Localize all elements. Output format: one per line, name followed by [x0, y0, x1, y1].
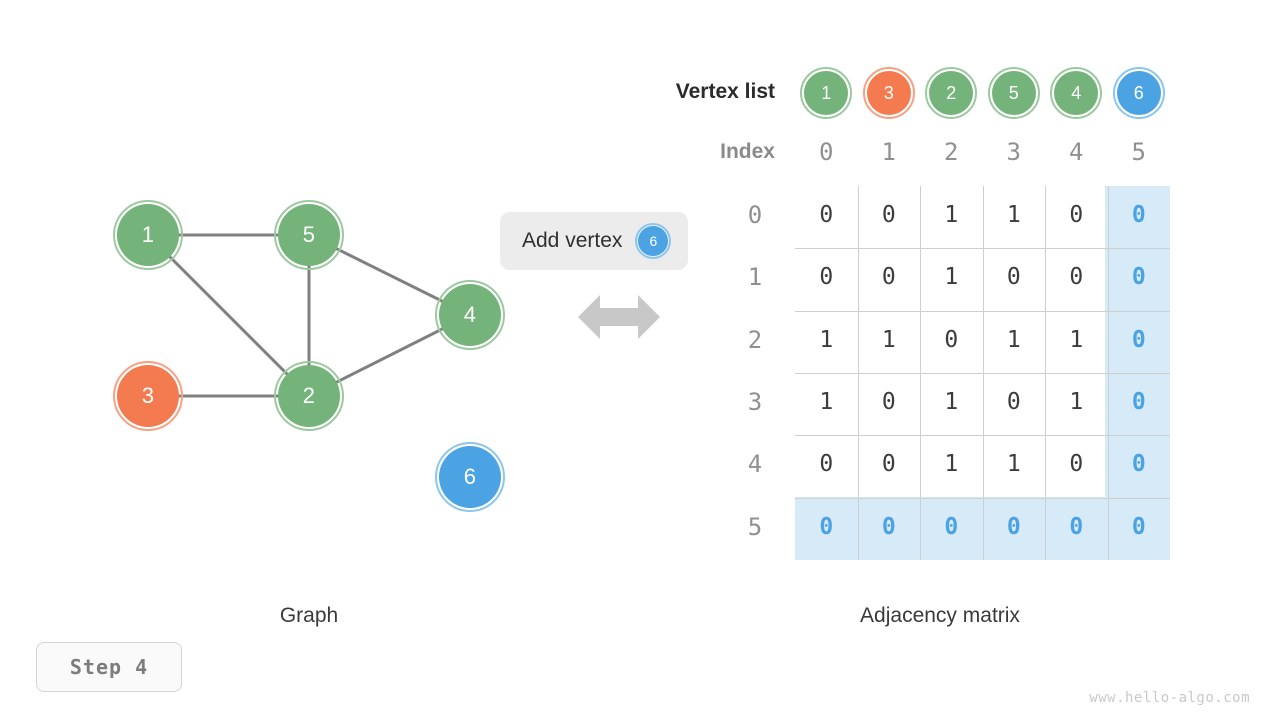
matrix-cell-4-3: 1 [1006, 451, 1021, 478]
index-cell-4: 4 [1069, 138, 1084, 166]
node-label: 6 [463, 464, 477, 489]
vertex-ring [1112, 67, 1165, 119]
grid-line-horizontal [795, 372, 1170, 374]
vertex-list-item-5[interactable]: 5 [987, 67, 1040, 119]
vertex-ring [925, 67, 978, 119]
vertex-list-item-6[interactable]: 6 [1112, 67, 1165, 119]
row-header-4: 4 [747, 450, 763, 479]
step-badge: Step 4 [36, 642, 182, 692]
matrix-cell-0-0: 0 [819, 202, 834, 229]
matrix-cell-1-2: 1 [944, 264, 959, 291]
vertex-list-item-4[interactable]: 4 [1050, 67, 1103, 119]
node-label: 3 [141, 383, 155, 408]
index-cell-1: 1 [881, 138, 896, 166]
matrix-cell-2-5: 0 [1131, 326, 1146, 353]
matrix-cell-2-1: 1 [881, 326, 896, 353]
vertex-ring [987, 67, 1040, 119]
row-header-0: 0 [747, 201, 763, 230]
matrix-cell-0-1: 0 [881, 202, 896, 229]
adjacency-matrix-grid: 0 0 1 1 0 0 0 0 1 0 0 0 1 1 0 1 1 0 1 0 1 0 1 0 0 0 1 1 0 0 0 0 0 0 0 0 [795, 186, 1170, 560]
vertex-label: 2 [946, 83, 957, 103]
row-header-1: 1 [747, 263, 763, 292]
matrix-cell-3-1: 0 [881, 389, 896, 416]
graph-node-5[interactable]: 5 [274, 200, 344, 270]
grid-line-vertical [1045, 186, 1046, 560]
matrix-cell-4-1: 0 [881, 451, 896, 478]
vertex-list-item-3[interactable]: 3 [862, 67, 915, 119]
matrix-cell-5-0: 0 [819, 513, 834, 540]
matrix-cell-0-4: 0 [1069, 202, 1084, 229]
node-label: 5 [302, 222, 316, 247]
vertex-ring [1050, 67, 1103, 119]
badge-ring [635, 223, 672, 259]
vertex-list-item-2[interactable]: 2 [925, 67, 978, 119]
node-label: 2 [302, 383, 316, 408]
matrix-cell-1-4: 0 [1069, 264, 1084, 291]
matrix-cell-5-5: 0 [1131, 513, 1146, 540]
vertex-ring [862, 67, 915, 119]
index-label: Index [720, 140, 775, 163]
vertex-list-label: Vertex list [675, 80, 775, 103]
badge-label: 6 [649, 233, 658, 249]
index-cell-3: 3 [1006, 138, 1021, 166]
graph-edge [146, 233, 311, 398]
grid-line-vertical [1107, 186, 1109, 560]
index-cell-2: 2 [944, 138, 959, 166]
matrix-cell-3-2: 1 [944, 389, 959, 416]
matrix-cell-0-3: 1 [1006, 202, 1021, 229]
row-header-2: 2 [747, 325, 763, 354]
vertex-ring [800, 67, 853, 119]
matrix-cell-2-0: 1 [819, 326, 834, 353]
graph-caption: Graph [279, 604, 339, 627]
node-label: 1 [141, 222, 155, 247]
vertex-label: 5 [1008, 83, 1019, 103]
grid-line-horizontal [795, 497, 1170, 499]
matrix-cell-0-2: 1 [944, 202, 959, 229]
matrix-cell-1-1: 0 [881, 264, 896, 291]
matrix-cell-5-2: 0 [944, 513, 959, 540]
vertex-label: 1 [821, 83, 832, 103]
grid-line-horizontal [795, 435, 1170, 437]
graph-node-3[interactable]: 3 [113, 361, 183, 431]
vertex-label: 6 [1133, 83, 1144, 103]
matrix-panel: Vertex list Index 1 3 2 5 4 6 0 1 2 3 4 5 0 1 2 3 4 5 0… [675, 67, 1170, 560]
vertex-label: 3 [883, 83, 894, 103]
matrix-cell-4-4: 0 [1069, 451, 1084, 478]
matrix-cell-5-3: 0 [1006, 513, 1021, 540]
node-label: 4 [463, 302, 477, 327]
vertex-list-item-1[interactable]: 1 [800, 67, 853, 119]
index-cell-0: 0 [819, 138, 834, 166]
matrix-cell-2-3: 1 [1006, 326, 1021, 353]
matrix-caption: Adjacency matrix [860, 604, 1020, 627]
matrix-cell-2-4: 1 [1069, 326, 1084, 353]
graph-panel: 1 5 4 3 2 6 [0, 0, 560, 580]
matrix-cell-4-0: 0 [819, 451, 834, 478]
add-vertex-label: Add vertex [522, 229, 623, 252]
matrix-cell-3-4: 1 [1069, 389, 1084, 416]
add-vertex-badge: 6 [635, 223, 672, 259]
vertex-label: 4 [1071, 83, 1082, 103]
matrix-cell-5-1: 0 [881, 513, 896, 540]
matrix-cell-0-5: 0 [1131, 202, 1146, 229]
row-header-5: 5 [747, 512, 763, 541]
matrix-cell-5-4: 0 [1069, 513, 1084, 540]
row-header-3: 3 [747, 388, 763, 417]
matrix-cell-2-2: 0 [944, 326, 959, 353]
matrix-cell-3-0: 1 [819, 389, 834, 416]
double-headed-arrow-icon [578, 295, 660, 339]
watermark: www.hello-algo.com [1089, 690, 1250, 706]
matrix-cell-1-5: 0 [1131, 264, 1146, 291]
matrix-cell-4-5: 0 [1131, 451, 1146, 478]
index-cell-5: 5 [1131, 138, 1146, 166]
matrix-cell-3-5: 0 [1131, 389, 1146, 416]
matrix-cell-3-3: 0 [1006, 389, 1021, 416]
matrix-cell-1-0: 0 [819, 264, 834, 291]
add-vertex-chip[interactable]: Add vertex 6 [500, 212, 689, 270]
matrix-cell-1-3: 0 [1006, 264, 1021, 291]
matrix-cell-4-2: 1 [944, 451, 959, 478]
